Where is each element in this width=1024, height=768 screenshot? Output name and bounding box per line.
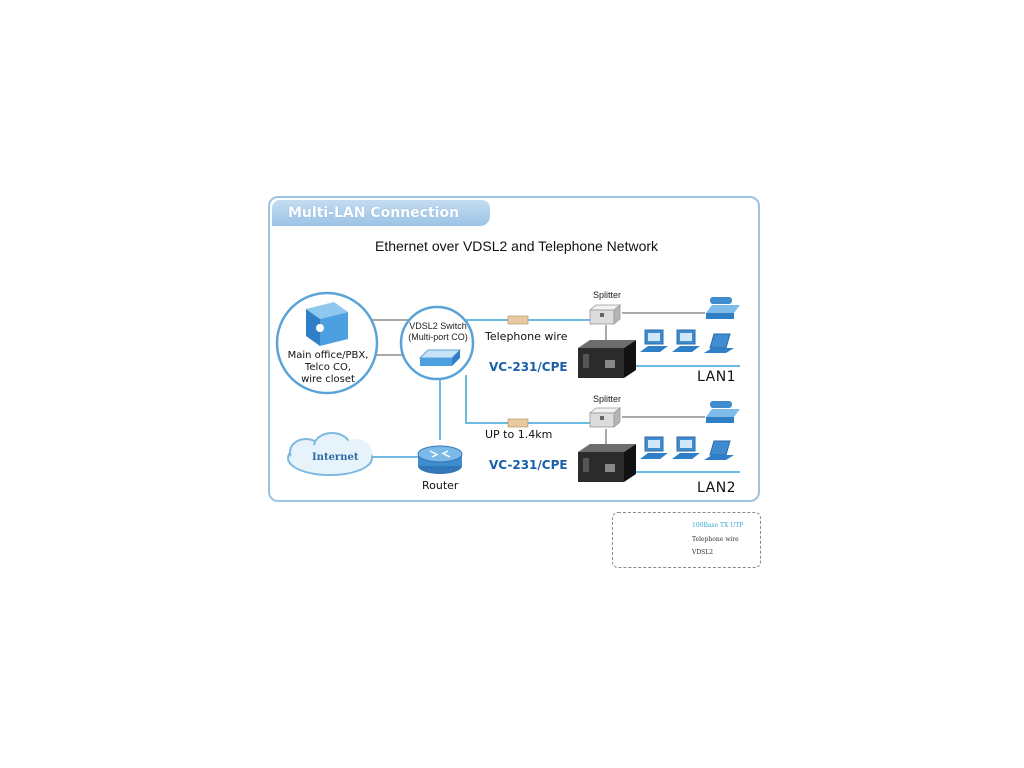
lan1-pc-1-icon xyxy=(640,330,668,352)
lan1-laptop-icon xyxy=(704,334,734,353)
main-office-label: Main office/PBX, Telco CO, wire closet xyxy=(282,350,374,386)
distance-label: UP to 1.4km xyxy=(485,428,552,441)
vdsl2-tag-lower xyxy=(508,419,528,427)
legend-vdsl2-label: VDSL2 xyxy=(692,549,713,556)
vdsl2-switch-icon xyxy=(401,307,473,379)
internet-label: Internet xyxy=(312,452,358,463)
telephone-wire-label: Telephone wire xyxy=(485,330,567,343)
splitter-2-label: Splitter xyxy=(593,394,621,404)
vdsl2-tag-upper xyxy=(508,316,528,324)
legend-phone-label: Telephone wire xyxy=(692,536,739,543)
cpe-2-device-icon xyxy=(578,444,636,482)
lan2-pc-1-icon xyxy=(640,437,668,459)
router-label: Router xyxy=(422,479,458,492)
telephone-1-icon xyxy=(706,297,740,319)
splitter-1-icon xyxy=(590,305,620,324)
lan2-pc-2-icon xyxy=(672,437,700,459)
splitter-1-label: Splitter xyxy=(593,290,621,300)
lan2-laptop-icon xyxy=(704,441,734,460)
vdsl2-switch-label: VDSL2 Switch (Multi-port CO) xyxy=(404,321,472,343)
lan2-label: LAN2 xyxy=(697,480,736,496)
splitter-2-icon xyxy=(590,408,620,427)
cpe-2-model-label: VC-231/CPE xyxy=(489,458,568,472)
router-icon xyxy=(418,446,462,474)
lan1-pc-2-icon xyxy=(672,330,700,352)
link-switch-splitter2 xyxy=(466,375,590,423)
lan1-label: LAN1 xyxy=(697,369,736,385)
telephone-2-icon xyxy=(706,401,740,423)
cpe-1-model-label: VC-231/CPE xyxy=(489,360,568,374)
cpe-1-device-icon xyxy=(578,340,636,378)
legend-utp-label: 100Base TX UTP xyxy=(692,522,743,529)
